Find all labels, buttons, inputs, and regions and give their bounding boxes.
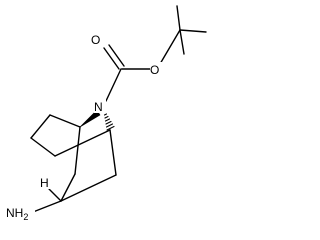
bond-nitrogen-bridgehead-right-hashed bbox=[103, 113, 115, 131]
bond-tbutyl-methyl-bottom bbox=[179, 29, 185, 55]
bond-ch2-left-amino-carbon bbox=[60, 173, 76, 202]
ester-oxygen-label: O bbox=[150, 63, 159, 77]
bond-ch2-right-amino-carbon bbox=[60, 174, 117, 202]
bond-bridgehead-left-ring-1 bbox=[49, 114, 81, 128]
bond-bridgehead-left-ch2-left bbox=[74, 126, 81, 175]
bond-carbonyl-carbon-nitrogen bbox=[105, 68, 122, 102]
bond-tbutyl-methyl-right bbox=[179, 29, 207, 33]
bond-ring-2-ring-3 bbox=[30, 137, 56, 157]
bond-amino-carbon-nitrogen bbox=[32, 200, 62, 213]
stereo-hydrogen-label: H bbox=[40, 176, 49, 190]
bond-ring-3-bridgehead-right bbox=[54, 129, 111, 157]
carbonyl-oxygen-label: O bbox=[91, 33, 100, 47]
bond-ring-1-ring-2 bbox=[30, 114, 51, 139]
amino-group-main: NH bbox=[6, 206, 23, 220]
bond-tbutyl-ester-oxygen bbox=[159, 29, 181, 65]
bond-carbonyl-double-1 bbox=[103, 47, 120, 70]
amino-group-label: NH2 bbox=[6, 206, 28, 222]
bond-tbutyl-methyl-top bbox=[176, 5, 181, 31]
bond-carbonyl-double-2 bbox=[108, 44, 125, 67]
bond-bridgehead-right-ch2-right bbox=[109, 129, 117, 176]
amino-group-subscript: 2 bbox=[23, 212, 28, 222]
structure-canvas: O O N H NH2 bbox=[5, 5, 207, 222]
bridge-nitrogen-label: N bbox=[94, 100, 103, 114]
molecule-structure: O O N H NH2 bbox=[5, 5, 207, 222]
bond-amino-carbon-hydrogen bbox=[48, 188, 62, 202]
